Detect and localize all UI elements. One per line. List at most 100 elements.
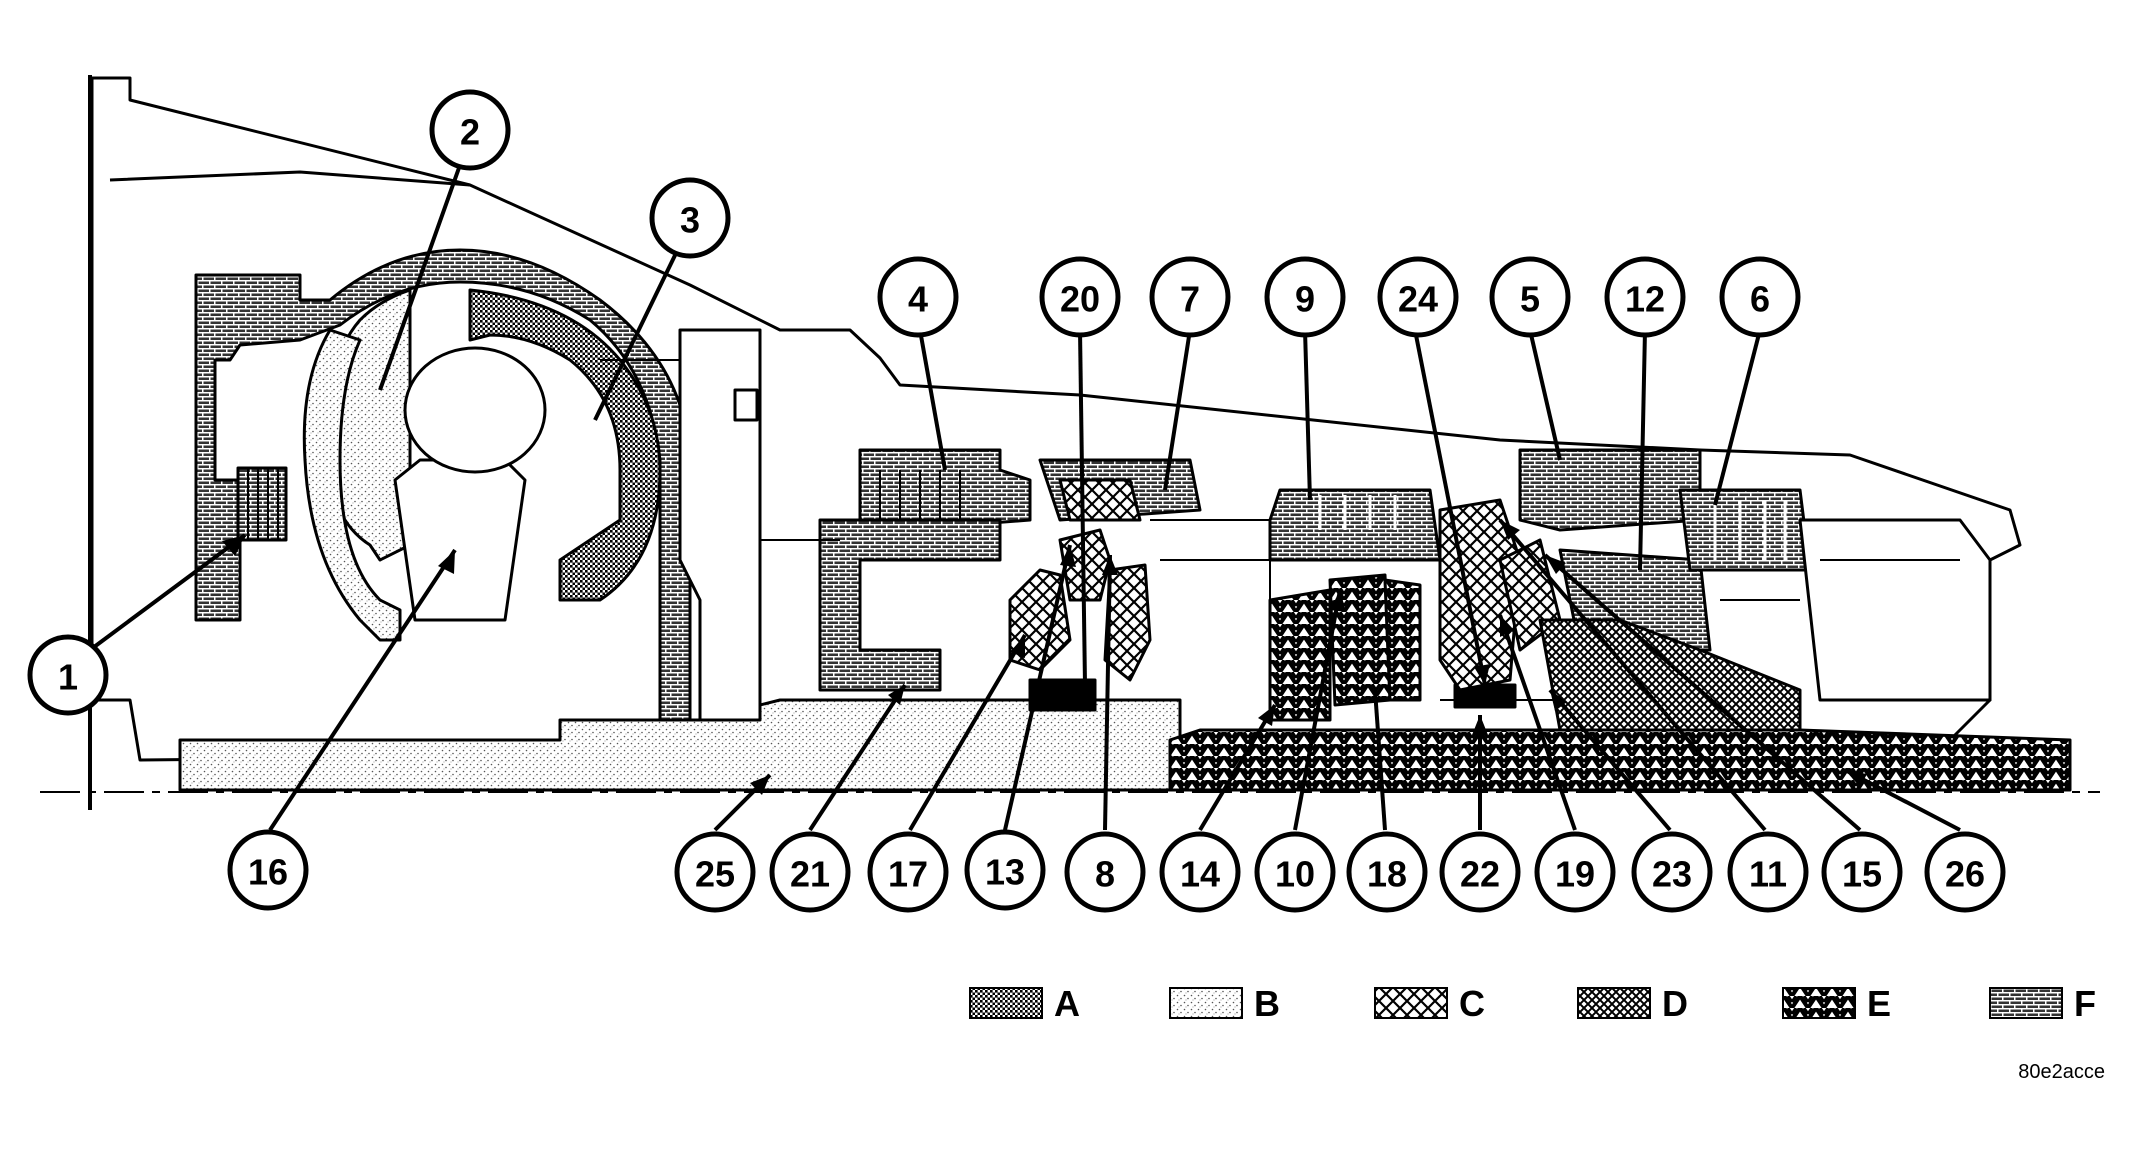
leader-21 (808, 683, 907, 832)
callout-26: 26 (1924, 831, 2006, 913)
leader-16 (268, 548, 457, 832)
converter-stator (393, 458, 527, 622)
arrowhead-16 (438, 550, 455, 574)
planet-gear-24 (1438, 498, 1522, 692)
callout-8: 8 (1064, 831, 1146, 913)
pump-boss (733, 388, 759, 422)
arrowhead-14 (1258, 705, 1275, 726)
callout-circle (649, 177, 731, 259)
converter-torus (403, 346, 547, 474)
callout-circle (227, 829, 309, 911)
planet-gear-8 (1103, 563, 1152, 682)
callout-label: 17 (888, 854, 928, 895)
callout-4: 4 (877, 256, 959, 338)
callout-label: 3 (680, 200, 700, 241)
leader-12 (1638, 329, 1647, 571)
callout-17: 17 (867, 831, 949, 913)
callout-14: 14 (1159, 831, 1241, 913)
callout-circle (674, 831, 756, 913)
clutch-pack-6-plates (1713, 500, 1787, 560)
leader-5 (1528, 329, 1562, 461)
callout-label: 2 (460, 112, 480, 153)
leader-8 (1103, 554, 1112, 831)
callout-circle (1604, 256, 1686, 338)
clutch-pack-9 (1268, 488, 1442, 562)
leader-17 (908, 633, 1027, 832)
legend-swatch (1577, 987, 1651, 1019)
legend-item-c: C (1374, 983, 1485, 1024)
impeller-shell (302, 328, 402, 642)
callout-label: 10 (1275, 854, 1315, 895)
leader-23 (1548, 688, 1672, 832)
legend-swatch (969, 987, 1043, 1019)
leader-19 (1498, 614, 1577, 831)
callout-circle (1159, 831, 1241, 913)
callout-circle (867, 831, 949, 913)
pump-housing (678, 328, 762, 722)
callout-circle (1377, 256, 1459, 338)
callout-label: 5 (1520, 279, 1540, 320)
arrowhead-10 (1330, 590, 1346, 612)
callout-2: 2 (429, 89, 511, 171)
legend-swatch (1374, 987, 1448, 1019)
legend-swatch (1989, 987, 2063, 1019)
clutch-7-hub (1058, 478, 1142, 522)
callout-12: 12 (1604, 256, 1686, 338)
legend-label: B (1254, 983, 1280, 1024)
clutch-pack-4-plates (879, 470, 961, 520)
callout-25: 25 (674, 831, 756, 913)
callout-label: 1 (58, 657, 78, 698)
callout-label: 26 (1945, 854, 1985, 895)
callout-label: 13 (985, 852, 1025, 893)
callout-6: 6 (1719, 256, 1801, 338)
legend-item-b: B (1169, 983, 1280, 1024)
callout-label: 18 (1367, 854, 1407, 895)
legend: A B C D E F (969, 983, 2096, 1024)
arrowhead-13 (1060, 545, 1076, 567)
callout-7: 7 (1149, 256, 1231, 338)
callout-9: 9 (1264, 256, 1346, 338)
arrowhead-11 (1500, 520, 1520, 540)
arrowhead-19 (1500, 615, 1514, 637)
callout-circle (1489, 256, 1571, 338)
leader-15 (1543, 553, 1862, 832)
legend-swatch (1782, 987, 1856, 1019)
lockup-plates (247, 468, 279, 540)
callout-5: 5 (1489, 256, 1571, 338)
callout-label: 9 (1295, 279, 1315, 320)
callout-label: 7 (1180, 279, 1200, 320)
callout-1: 1 (27, 634, 109, 716)
leader-26 (1844, 768, 1961, 832)
legend-label: A (1054, 983, 1080, 1024)
legend-item-d: D (1577, 983, 1688, 1024)
callout-circle (1821, 831, 1903, 913)
arrowhead-15 (1545, 555, 1566, 574)
callout-label: 24 (1398, 279, 1438, 320)
callout-label: 25 (695, 854, 735, 895)
callout-circle (1254, 831, 1336, 913)
arrowhead-22 (1472, 715, 1488, 735)
callout-21: 21 (769, 831, 851, 913)
arrowhead-21 (888, 685, 905, 705)
clutch-pack-5 (1518, 448, 1702, 532)
callout-20: 20 (1039, 256, 1121, 338)
legend-label: E (1867, 983, 1891, 1024)
output-shaft (1168, 728, 2072, 792)
legend-label: F (2074, 983, 2096, 1024)
leader-13 (1003, 544, 1072, 831)
leader-6 (1713, 329, 1762, 506)
arrowhead-1 (222, 535, 245, 556)
callout-circle (1924, 831, 2006, 913)
carrier-21 (818, 518, 1002, 692)
callout-23: 23 (1631, 831, 1713, 913)
callout-circle (1439, 831, 1521, 913)
callout-label: 6 (1750, 279, 1770, 320)
arrowhead-17 (1010, 635, 1025, 658)
callout-10: 10 (1254, 831, 1336, 913)
converter-turbine (468, 288, 662, 602)
callout-circle (964, 829, 1046, 911)
arrowhead-25 (750, 775, 770, 795)
leader-lines (88, 164, 1961, 832)
arrowhead-23 (1550, 690, 1567, 711)
callout-11: 11 (1727, 831, 1809, 913)
